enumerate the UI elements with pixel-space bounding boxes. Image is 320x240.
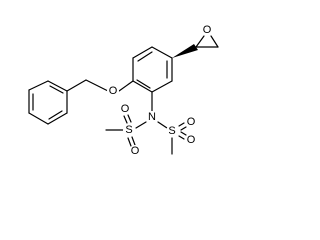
bond-phenyl-2: [47, 80, 68, 92]
bond-phenyl-double-1: [49, 85, 64, 94]
bond-ch2-ether-o: [85, 79, 109, 92]
atom-sulfonamide-nitrogen-label: N: [148, 111, 156, 123]
atom-epoxide-oxygen-label: O: [203, 24, 212, 36]
atom-sulfonyl-left-sulfur-label: S: [125, 124, 132, 136]
atom-label-layer: O N S O O S O O: [107, 24, 213, 157]
atom-ether-oxygen-label: O: [109, 85, 118, 97]
bond-n-s-left: [135, 121, 147, 129]
atom-sulfonyl-left-oxygen-lower-label: O: [131, 145, 140, 157]
bond-s-left-o-upper-a: [123, 115, 128, 124]
bond-aryl-6: [132, 80, 153, 93]
bond-s-right-o-lower-b: [180, 131, 187, 136]
bond-s-left-o-upper-b: [127, 114, 132, 123]
atom-sulfonyl-left-oxygen-upper: O: [119, 103, 131, 115]
bond-phenyl-ch2: [66, 79, 87, 92]
molecule-diagram: O N S O O S O O: [28, 24, 219, 157]
atom-sulfonyl-left-oxygen-upper-label: O: [121, 103, 130, 115]
bond-s-left-o-lower-b: [131, 136, 136, 146]
bond-n-s-right: [157, 121, 168, 129]
bond-s-right-o-upper-a: [178, 122, 185, 127]
bond-aryl-2: [132, 46, 153, 59]
atom-sulfonyl-right-oxygen-lower: O: [185, 134, 197, 146]
bond-epoxide-c2-o: [210, 35, 219, 48]
atom-sulfonyl-left-sulfur: S: [123, 124, 135, 136]
bond-ether-o-aryl: [118, 80, 134, 92]
atom-sulfonyl-right-sulfur: S: [166, 125, 178, 137]
atom-sulfonyl-right-oxygen-upper-label: O: [187, 116, 196, 128]
atom-sulfonamide-nitrogen: N: [146, 111, 158, 123]
atom-ether-oxygen: O: [107, 85, 119, 97]
atom-sulfonyl-left-oxygen-lower: O: [129, 145, 141, 157]
atom-sulfonyl-right-oxygen-lower-label: O: [187, 134, 196, 146]
bond-aryl-3: [151, 46, 173, 59]
bond-aryl-5: [151, 80, 173, 93]
atom-epoxide-oxygen: O: [201, 24, 213, 36]
stereo-wedge-bond: [172, 44, 198, 58]
bond-phenyl-double-2: [48, 110, 63, 120]
bond-phenyl-4: [47, 112, 68, 125]
bond-s-left-o-lower-a: [127, 137, 132, 147]
bond-epoxide-c1-o: [195, 35, 205, 48]
bond-s-right-o-lower-a: [178, 135, 185, 140]
atom-sulfonyl-right-sulfur-label: S: [168, 125, 175, 137]
bond-phenyl-5: [28, 112, 49, 125]
atom-sulfonyl-right-oxygen-upper: O: [185, 116, 197, 128]
bond-aryl-double-3: [136, 79, 151, 89]
bond-phenyl-1: [28, 80, 49, 91]
bond-layer: [28, 35, 219, 155]
bond-aryl-double-1: [137, 51, 153, 62]
bond-s-right-o-upper-b: [180, 126, 187, 131]
